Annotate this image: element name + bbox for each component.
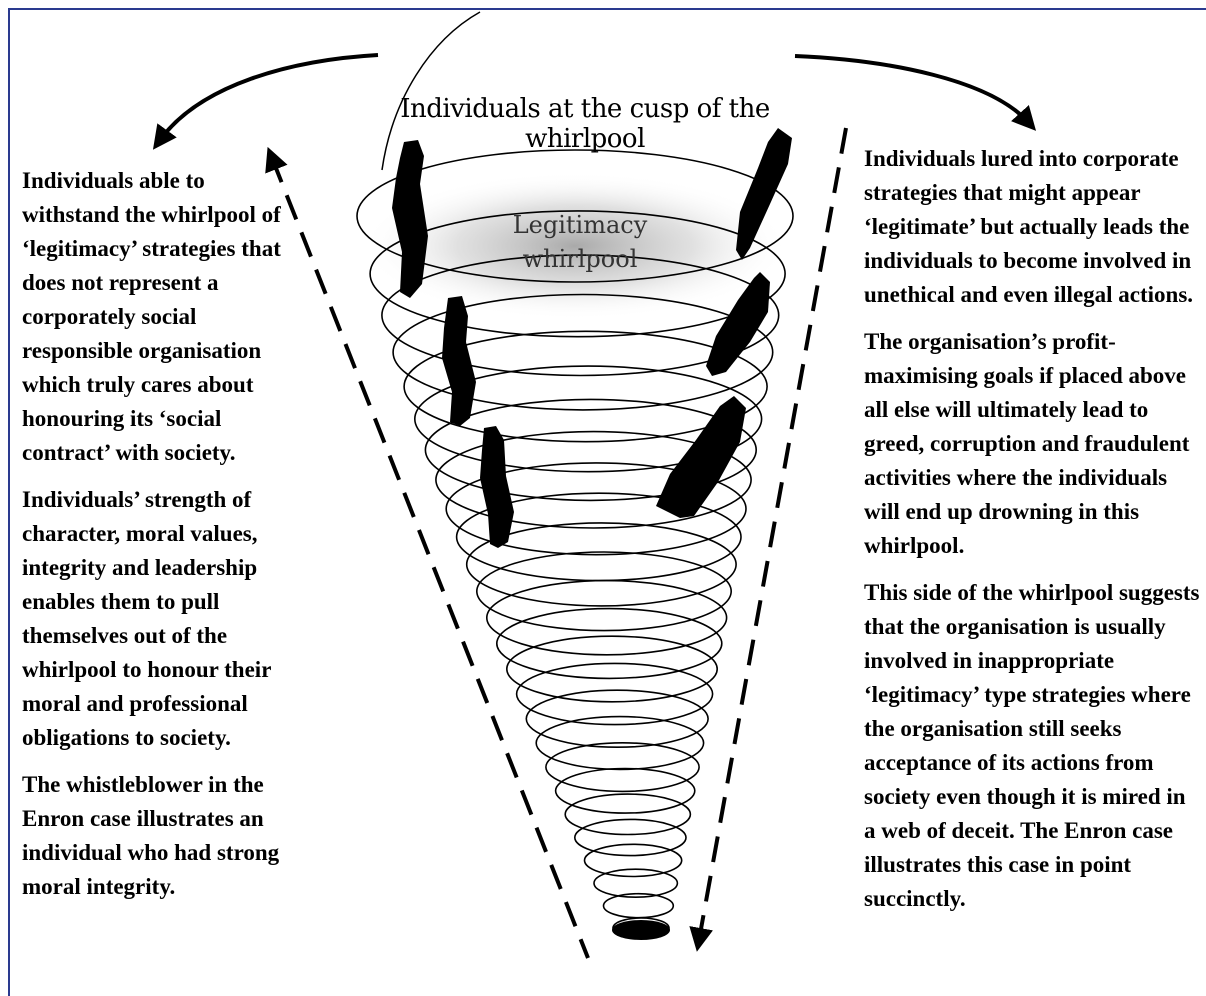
whirlpool-ring [565, 794, 690, 834]
right-paragraph-1: Individuals lured into corporate strateg… [864, 142, 1200, 312]
whirlpool-label-line2: whirlpool [470, 242, 690, 276]
right-paragraph-3: This side of the whirlpool suggests that… [864, 576, 1200, 916]
diagram-title: Individuals at the cusp of the whirlpool [340, 94, 830, 154]
human-silhouette-icon [442, 296, 476, 426]
whirlpool-core [612, 920, 670, 940]
left-paragraph-3: The whistleblower in the Enron case illu… [22, 768, 292, 904]
whirlpool-ring [497, 609, 722, 679]
left-paragraph-1: Individuals able to withstand the whirlp… [22, 164, 292, 470]
whirlpool-label-line1: Legitimacy [470, 208, 690, 242]
whirlpool-ring [487, 581, 727, 655]
human-silhouette-icon [480, 426, 514, 548]
whirlpool-ring [546, 743, 699, 792]
whirlpool-ring [585, 844, 682, 876]
left-column-text: Individuals able to withstand the whirlp… [22, 164, 292, 917]
whirlpool-label: Legitimacy whirlpool [470, 208, 690, 276]
left-paragraph-2: Individuals’ strength of character, mora… [22, 483, 292, 755]
right-paragraph-2: The organisation’s profit-maximising goa… [864, 325, 1200, 563]
right-column-text: Individuals lured into corporate strateg… [864, 142, 1200, 929]
